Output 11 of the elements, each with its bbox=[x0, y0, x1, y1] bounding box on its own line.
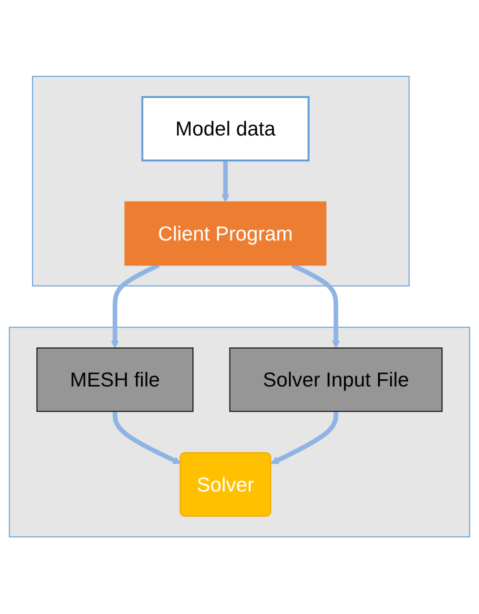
node-box: MESH file bbox=[36, 348, 194, 412]
node-box: Solver Input File bbox=[229, 348, 443, 412]
arrow bbox=[112, 412, 182, 464]
node-box: Model data bbox=[141, 96, 310, 162]
arrow bbox=[270, 412, 338, 464]
arrow bbox=[221, 160, 230, 203]
arrow bbox=[110, 264, 160, 349]
arrow bbox=[291, 264, 340, 349]
node-box: Client Program bbox=[124, 202, 326, 266]
cluster bbox=[32, 76, 410, 287]
cluster bbox=[8, 327, 470, 538]
